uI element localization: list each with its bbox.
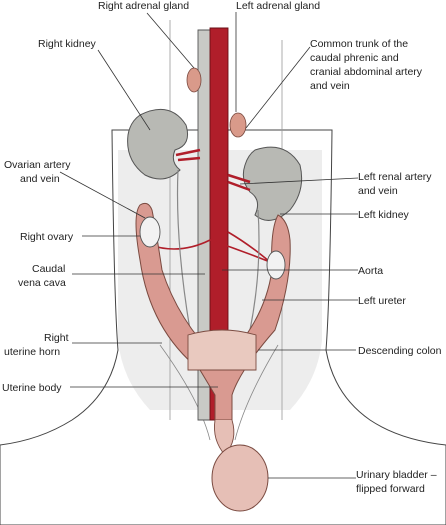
right-renal-vessels <box>175 148 201 162</box>
label-descending-colon: Descending colon <box>358 345 442 357</box>
label-right-adrenal-gland: Right adrenal gland <box>98 0 189 12</box>
label-right-ovary: Right ovary <box>20 231 74 243</box>
label-ovarian-line2: and vein <box>20 173 60 185</box>
label-right-horn-line2: uterine horn <box>4 346 60 358</box>
left-adrenal-gland-shape <box>229 112 247 138</box>
leader-lines <box>59 12 359 479</box>
label-bladder-line1: Urinary bladder – <box>356 469 437 481</box>
label-aorta: Aorta <box>358 265 383 277</box>
label-uterine-body: Uterine body <box>2 382 62 394</box>
right-adrenal-gland-shape <box>186 67 202 93</box>
label-caudal-vc-line1: Caudal <box>32 263 65 275</box>
label-bladder-line2: flipped forward <box>356 483 425 495</box>
label-left-ureter: Left ureter <box>358 295 406 307</box>
label-left-adrenal-gland: Left adrenal gland <box>236 0 320 12</box>
urinary-bladder-shape <box>211 444 269 512</box>
label-right-kidney: Right kidney <box>38 38 97 50</box>
left-kidney-shape <box>242 146 303 221</box>
descending-colon-shape <box>187 329 257 371</box>
label-ovarian-line1: Ovarian artery <box>4 159 71 171</box>
label-common-trunk-line4: and vein <box>310 80 350 92</box>
right-kidney-shape <box>127 108 189 180</box>
label-caudal-vc-line2: vena cava <box>18 277 66 289</box>
label-left-renal-line1: Left renal artery <box>358 171 432 183</box>
label-left-renal-line2: and vein <box>358 185 398 197</box>
left-ovary-shape <box>266 250 286 280</box>
label-common-trunk-line3: cranial abdominal artery <box>310 66 423 78</box>
left-renal-vessels <box>227 173 251 192</box>
label-common-trunk-line2: caudal phrenic and <box>310 52 399 64</box>
label-left-kidney: Left kidney <box>358 209 410 221</box>
label-common-trunk-line1: Common trunk of the <box>310 38 408 50</box>
label-right-horn-line1: Right <box>44 332 69 344</box>
right-ovary-shape <box>139 216 161 248</box>
